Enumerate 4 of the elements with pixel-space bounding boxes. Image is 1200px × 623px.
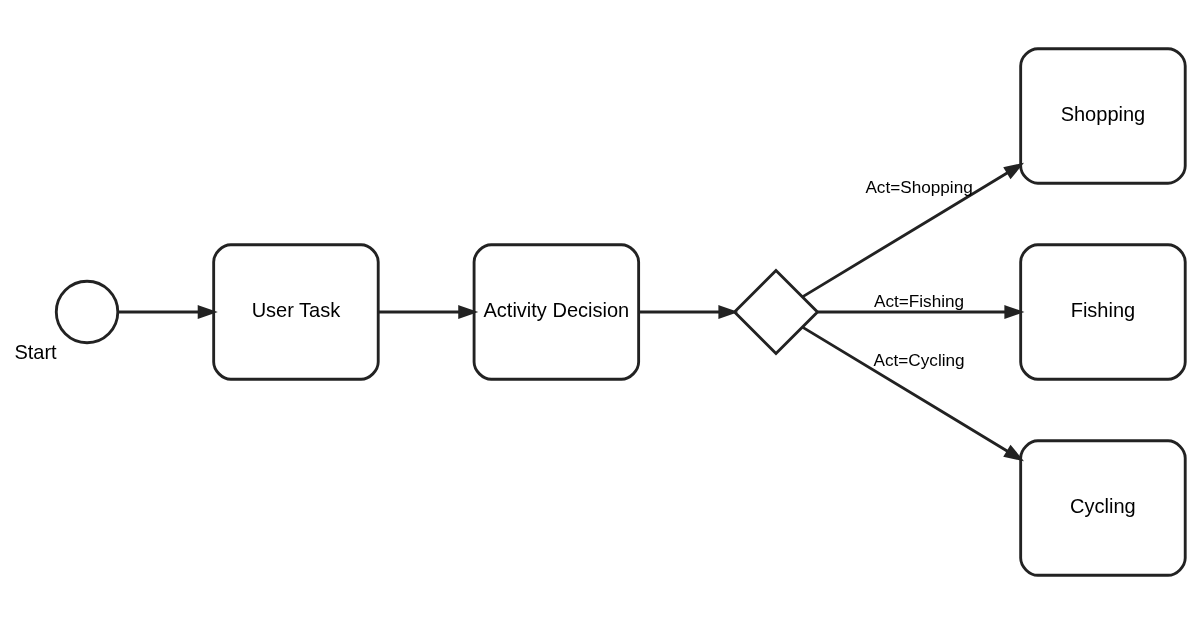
edge-label: Act=Shopping [865,176,973,197]
edge-label: Act=Cycling [873,349,965,370]
edge-label: Act=Fishing [874,290,965,311]
node-label: Start [14,340,57,363]
